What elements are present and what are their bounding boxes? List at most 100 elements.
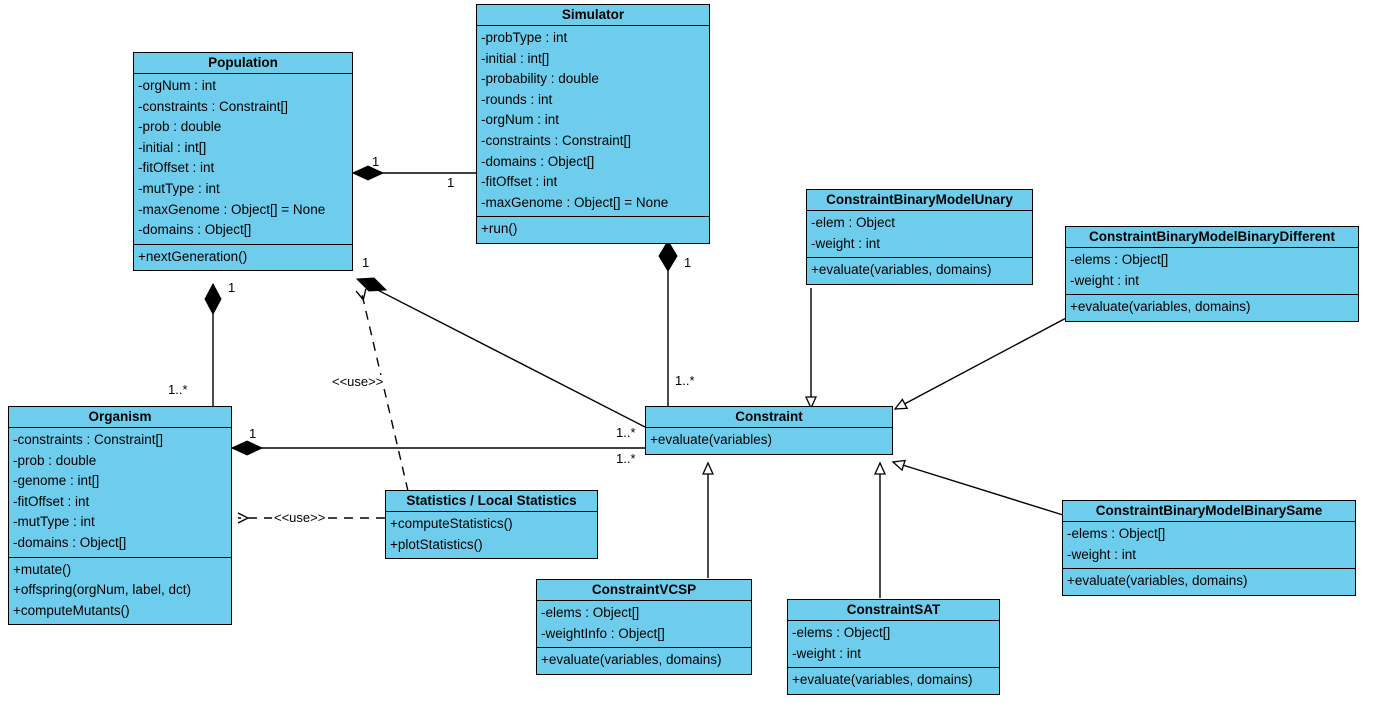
edge-population-constraint [355, 277, 646, 428]
attribute: -constraints : Constraint[] [481, 132, 632, 148]
attribute: -orgNum : int [138, 78, 217, 93]
attribute: -initial : int[] [481, 50, 550, 66]
class-name-simulator: Simulator [477, 5, 709, 26]
attribute: -rounds : int [481, 91, 553, 107]
attribute: -domains : Object[] [138, 222, 252, 238]
class-box-constraint[interactable]: Constraint +evaluate(variables) [645, 406, 893, 455]
multiplicity-population-organism-target: 1..* [168, 382, 188, 397]
attribute: -elems : Object[] [541, 605, 640, 620]
method: +evaluate(variables, domains) [792, 672, 973, 688]
method: +mutate() [13, 561, 72, 577]
method: +computeStatistics() [390, 516, 513, 531]
stereotype-use-organism: <<use>> [272, 510, 328, 525]
attribute: -probType : int [481, 30, 568, 45]
multiplicity-simulator-constraint-source: 1 [684, 255, 692, 270]
attribute: -fitOffset : int [13, 493, 90, 509]
multiplicity-organism-constraint-target: 1..* [616, 451, 636, 466]
class-methods-statistics: +computeStatistics() +plotStatistics() [386, 512, 597, 558]
class-methods-population: +nextGeneration() [134, 245, 352, 271]
class-name-population: Population [134, 53, 352, 74]
method: +evaluate(variables) [650, 432, 772, 447]
multiplicity-population-organism-source: 1 [228, 280, 236, 295]
class-box-organism[interactable]: Organism -constraints : Constraint[] -pr… [8, 406, 232, 626]
method: +evaluate(variables, domains) [541, 652, 722, 668]
multiplicity-simulator-constraint-target: 1..* [675, 373, 695, 388]
class-name-constraint-vcsp: ConstraintVCSP [537, 580, 751, 601]
class-methods-constraint-binary-model-binary-different: +evaluate(variables, domains) [1066, 295, 1358, 321]
attribute: -weight : int [811, 235, 881, 251]
multiplicity-population-constraint-source: 1 [362, 255, 370, 270]
method: +nextGeneration() [138, 248, 248, 264]
class-name-constraint-binary-model-binary-same: ConstraintBinaryModelBinarySame [1063, 501, 1355, 522]
attribute: -prob : double [138, 119, 222, 135]
attribute: -fitOffset : int [138, 160, 215, 176]
class-box-statistics[interactable]: Statistics / Local Statistics +computeSt… [385, 490, 598, 560]
method: +run() [481, 221, 518, 237]
attribute: -constraints : Constraint[] [13, 432, 164, 447]
attribute: -elems : Object[] [1070, 252, 1169, 267]
multiplicity-organism-constraint-source: 1 [249, 426, 257, 441]
class-box-constraint-binary-model-binary-different[interactable]: ConstraintBinaryModelBinaryDifferent -el… [1065, 226, 1359, 322]
attribute: -elems : Object[] [1067, 526, 1166, 541]
attribute: -domains : Object[] [481, 153, 595, 169]
attribute: -elem : Object [811, 215, 896, 230]
attribute: -maxGenome : Object[] = None [138, 201, 326, 217]
multiplicity-population-simulator-source: 1 [372, 154, 380, 169]
attribute: -elems : Object[] [792, 625, 891, 640]
edge-organism-constraint [230, 440, 645, 456]
class-attributes-constraint-binary-model-unary: -elem : Object -weight : int [807, 211, 1032, 259]
class-methods-constraint-binary-model-binary-same: +evaluate(variables, domains) [1063, 569, 1355, 595]
method: +computeMutants() [13, 602, 130, 618]
attribute: -domains : Object[] [13, 534, 127, 550]
method: +evaluate(variables, domains) [1070, 299, 1251, 315]
class-attributes-population: -orgNum : int -constraints : Constraint[… [134, 74, 352, 245]
class-attributes-organism: -constraints : Constraint[] -prob : doub… [9, 428, 231, 558]
attribute: -prob : double [13, 452, 97, 468]
method: +evaluate(variables, domains) [811, 262, 992, 278]
class-name-constraint-sat: ConstraintSAT [788, 600, 999, 621]
edge-population-organism [204, 282, 222, 407]
edge-binary-different-constraint [893, 316, 1069, 410]
attribute: -weight : int [792, 645, 862, 661]
class-attributes-constraint-vcsp: -elems : Object[] -weightInfo : Object[] [537, 601, 751, 649]
attribute: -orgNum : int [481, 112, 560, 128]
method: +evaluate(variables, domains) [1067, 573, 1248, 589]
attribute: -fitOffset : int [481, 174, 558, 190]
attribute: -mutType : int [13, 514, 95, 530]
stereotype-use-population: <<use>> [330, 374, 386, 389]
multiplicity-population-simulator-target: 1 [447, 175, 455, 190]
attribute: -weightInfo : Object[] [541, 625, 665, 641]
method: +offspring(orgNum, label, dct) [13, 582, 191, 598]
class-methods-constraint-sat: +evaluate(variables, domains) [788, 668, 999, 694]
class-methods-constraint-binary-model-unary: +evaluate(variables, domains) [807, 258, 1032, 284]
class-attributes-constraint-sat: -elems : Object[] -weight : int [788, 621, 999, 669]
attribute: -genome : int[] [13, 473, 100, 489]
attribute: -probability : double [481, 71, 599, 87]
class-name-organism: Organism [9, 407, 231, 428]
class-name-constraint: Constraint [646, 407, 892, 428]
attribute: -weight : int [1067, 546, 1137, 562]
attribute: -initial : int[] [138, 139, 207, 155]
edge-statistics-population [361, 290, 409, 492]
attribute: -weight : int [1070, 272, 1140, 288]
attribute: -constraints : Constraint[] [138, 98, 289, 114]
class-box-simulator[interactable]: Simulator -probType : int -initial : int… [476, 4, 710, 244]
attribute: -maxGenome : Object[] = None [481, 194, 669, 210]
class-box-constraint-sat[interactable]: ConstraintSAT -elems : Object[] -weight … [787, 599, 1000, 695]
class-methods-constraint-vcsp: +evaluate(variables, domains) [537, 648, 751, 674]
class-box-population[interactable]: Population -orgNum : int -constraints : … [133, 52, 353, 272]
edge-binary-same-constraint [891, 459, 1064, 516]
class-box-constraint-binary-model-unary[interactable]: ConstraintBinaryModelUnary -elem : Objec… [806, 189, 1033, 285]
class-attributes-constraint-binary-model-binary-same: -elems : Object[] -weight : int [1063, 522, 1355, 570]
attribute: -mutType : int [138, 180, 220, 196]
class-methods-constraint: +evaluate(variables) [646, 428, 892, 454]
class-name-constraint-binary-model-unary: ConstraintBinaryModelUnary [807, 190, 1032, 211]
class-name-constraint-binary-model-binary-different: ConstraintBinaryModelBinaryDifferent [1066, 227, 1358, 248]
class-box-constraint-binary-model-binary-same[interactable]: ConstraintBinaryModelBinarySame -elems :… [1062, 500, 1356, 596]
class-methods-simulator: +run() [477, 217, 709, 243]
method: +plotStatistics() [390, 536, 483, 552]
class-name-statistics: Statistics / Local Statistics [386, 491, 597, 512]
class-box-constraint-vcsp[interactable]: ConstraintVCSP -elems : Object[] -weight… [536, 579, 752, 675]
multiplicity-population-constraint-target: 1..* [616, 425, 636, 440]
